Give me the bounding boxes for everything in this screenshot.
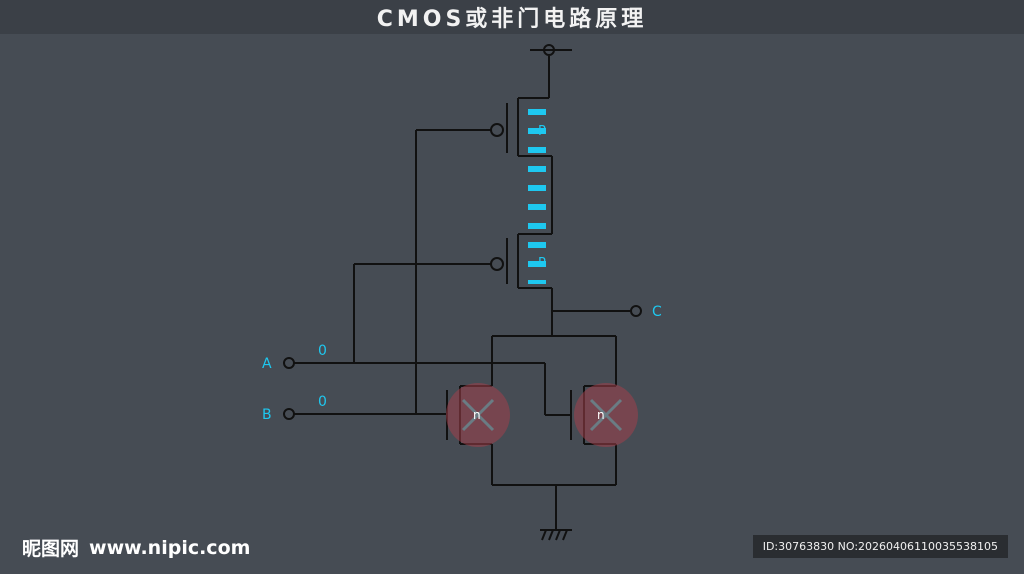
title-bar: CMOS或非门电路原理 [0,0,1024,34]
p1-type-label: P [538,124,546,139]
output-c-terminal [630,305,642,317]
page-title: CMOS或非门电路原理 [376,7,648,32]
n2-type-label: n [597,408,605,422]
input-b-label: B [262,407,272,423]
circuit-wires [294,49,630,541]
watermark-logo: 昵图网 www.nipic.com [22,534,250,561]
input-b-terminal [283,408,295,420]
output-c-label: C [652,304,662,320]
p2-type-label: P [538,256,546,271]
labels: P P n n C A B 0 0 [262,124,662,423]
charge-carriers [528,109,546,284]
watermark-id: ID:30763830 NO:20260406110035538105 [752,535,1008,558]
watermark-logo-text: 昵图网 [22,538,80,560]
n1-type-label: n [473,408,481,422]
input-b-value: 0 [318,394,327,410]
input-a-value: 0 [318,343,327,359]
p1-gate-bubble [490,123,504,137]
input-a-label: A [262,356,272,372]
terminals [283,44,642,420]
n1-off-marker [446,383,510,447]
n2-off-marker [574,383,638,447]
input-a-terminal [283,357,295,369]
watermark-site: www.nipic.com [89,536,251,559]
vdd-terminal [543,44,555,56]
p2-gate-bubble [490,257,504,271]
